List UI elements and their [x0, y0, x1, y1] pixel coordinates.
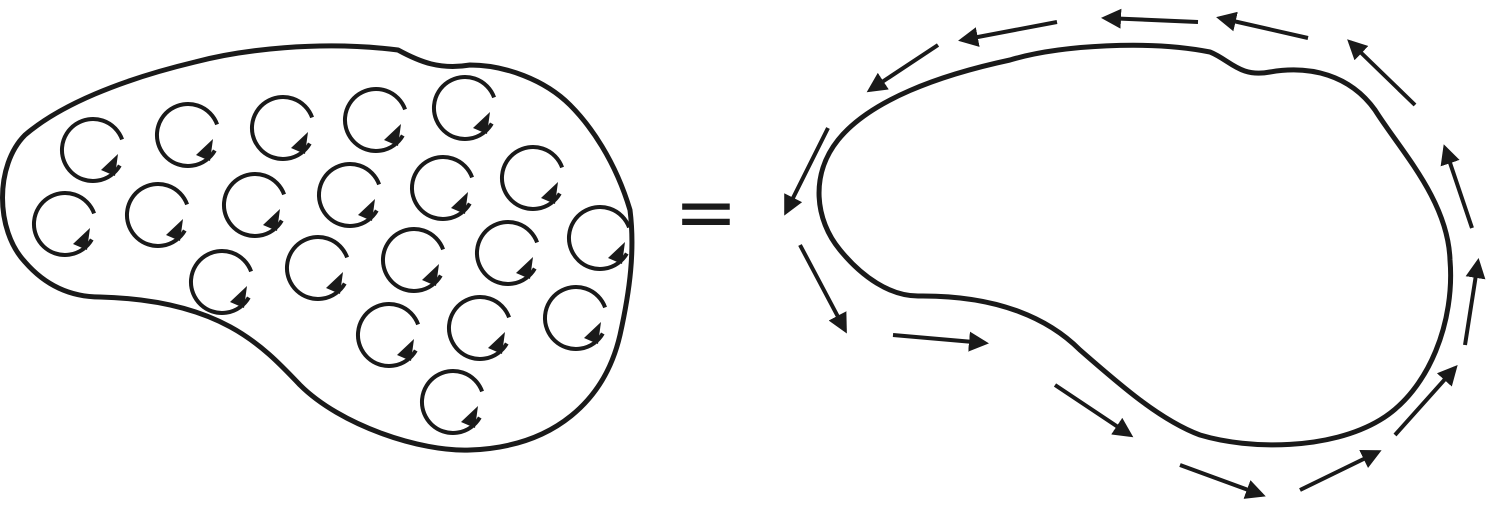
boundary-arrow	[1216, 11, 1309, 40]
boundary-arrow	[1053, 383, 1134, 438]
loop-arc	[355, 302, 420, 368]
circulation-loop	[380, 227, 445, 293]
boundary-arrow	[1393, 365, 1458, 437]
loop-arc	[59, 117, 124, 183]
boundary-arrow	[1440, 144, 1474, 229]
loop-arrowhead	[541, 182, 558, 204]
loop-arrowhead	[461, 406, 478, 428]
loop-arrowhead	[488, 332, 505, 354]
loop-arc	[124, 182, 189, 248]
boundary-arrow	[1463, 258, 1486, 346]
loop-arrowhead	[584, 322, 601, 344]
equals-sign: =	[674, 167, 738, 256]
loop-arc	[419, 369, 484, 435]
boundary-arrows	[784, 8, 1486, 499]
circulation-loop	[31, 191, 96, 257]
circulation-loop	[188, 249, 253, 315]
loop-arrowhead	[230, 286, 247, 308]
loop-arrowhead	[73, 228, 90, 250]
loop-arrowhead	[358, 199, 375, 221]
boundary-arrow	[958, 20, 1058, 47]
loop-arc	[446, 295, 511, 361]
loop-arrowhead	[101, 154, 118, 176]
loop-arrowhead	[422, 264, 439, 286]
loop-arc	[188, 249, 253, 315]
boundary-arrow	[1101, 8, 1199, 29]
loop-arc	[499, 145, 564, 211]
loop-arrowhead	[326, 272, 343, 294]
circulation-loop	[542, 285, 607, 351]
loop-arrowhead	[397, 339, 414, 361]
loop-arc	[566, 205, 631, 271]
boundary-arrow	[892, 331, 989, 352]
circulation-loop	[499, 145, 564, 211]
boundary-arrow	[1299, 450, 1382, 492]
loop-arrowhead	[291, 132, 308, 154]
boundary-arrow	[866, 43, 940, 93]
loop-arc	[221, 172, 286, 238]
loop-arrowhead	[196, 139, 213, 161]
circulation-loop	[124, 182, 189, 248]
loop-arc	[154, 102, 219, 168]
loop-arc	[542, 285, 607, 351]
circulation-loop	[249, 95, 314, 161]
loop-arc	[284, 235, 349, 301]
loop-arrowhead	[473, 112, 490, 134]
circulation-loop	[221, 172, 286, 238]
loop-arrowhead	[384, 124, 401, 146]
circulation-loop	[342, 87, 407, 153]
circulation-loop	[316, 162, 381, 228]
boundary-arrow	[798, 244, 847, 334]
circulation-loop	[474, 220, 539, 286]
left-region-with-loops	[0, 43, 635, 453]
loop-arrowhead	[166, 219, 183, 241]
boundary-arrow	[1179, 463, 1266, 499]
left-region-boundary	[0, 43, 635, 453]
circulation-loop	[419, 369, 484, 435]
loop-arc	[380, 227, 445, 293]
circulation-loop	[446, 295, 511, 361]
circulation-loops	[31, 75, 631, 435]
circulation-loop	[566, 205, 631, 271]
circulation-loop	[59, 117, 124, 183]
loop-arrowhead	[451, 192, 468, 214]
loop-arrowhead	[608, 242, 625, 264]
loop-arc	[316, 162, 381, 228]
circulation-loop	[431, 75, 496, 141]
loop-arrowhead	[263, 209, 280, 231]
right-region-boundary	[816, 42, 1454, 448]
loop-arc	[431, 75, 496, 141]
loop-arc	[249, 95, 314, 161]
circulation-loop	[355, 302, 420, 368]
loop-arc	[474, 220, 539, 286]
right-region-with-boundary	[784, 8, 1486, 499]
loop-arc	[342, 87, 407, 153]
circulation-loop	[284, 235, 349, 301]
boundary-arrow	[1347, 39, 1417, 107]
loop-arrowhead	[516, 257, 533, 279]
circulation-loop	[409, 155, 474, 221]
boundary-arrow	[784, 127, 830, 216]
loop-arc	[409, 155, 474, 221]
loop-arc	[31, 191, 96, 257]
circulation-loop	[154, 102, 219, 168]
